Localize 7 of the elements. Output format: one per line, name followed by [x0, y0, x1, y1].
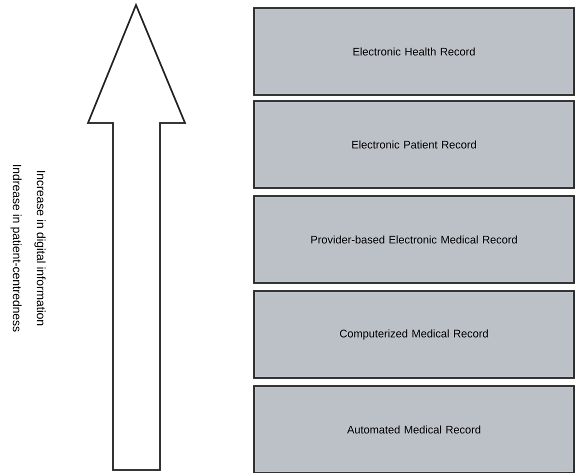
record-box: Computerized Medical Record — [253, 290, 575, 379]
axis-label: Increase in digital information — [34, 171, 46, 326]
record-box: Automated Medical Record — [253, 385, 575, 473]
axis-label: Indrease in patient-centredness — [10, 165, 22, 332]
record-box: Provider-based Electronic Medical Record — [253, 195, 575, 284]
record-box: Electronic Health Record — [253, 7, 575, 96]
record-box: Electronic Patient Record — [253, 100, 575, 189]
